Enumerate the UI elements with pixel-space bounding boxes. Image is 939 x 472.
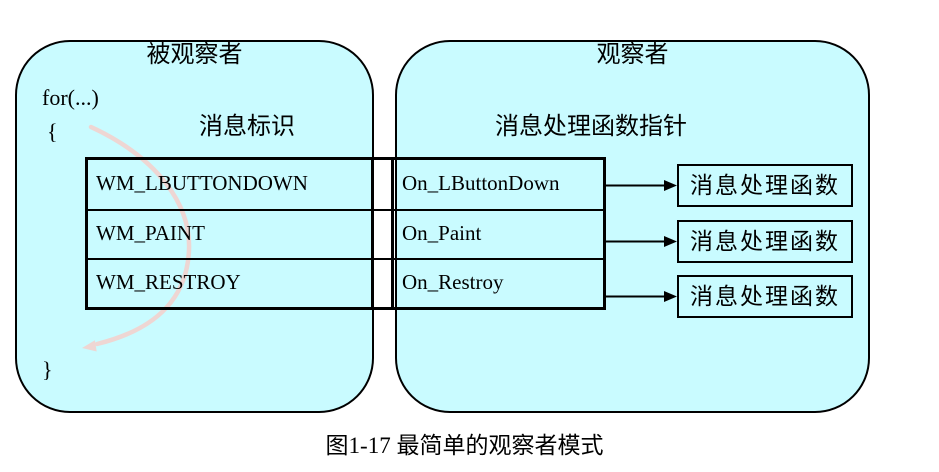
message-id-header: 消息标识 bbox=[199, 114, 295, 140]
for-loop-code: for(...) bbox=[42, 85, 99, 110]
table-gap-line bbox=[372, 157, 395, 160]
handler-table: On_LButtonDown On_Paint On_Restroy bbox=[391, 157, 606, 310]
message-row: WM_RESTROY bbox=[88, 258, 371, 307]
subject-title: 被观察者 bbox=[146, 42, 243, 68]
handler-function-box: 消息处理函数 bbox=[677, 220, 853, 263]
table-gap-line bbox=[372, 307, 395, 310]
subject-panel bbox=[15, 40, 374, 413]
close-brace: } bbox=[42, 357, 53, 382]
table-gap-line bbox=[372, 209, 395, 211]
figure-caption: 图1-17 最简单的观察者模式 bbox=[325, 433, 604, 458]
handler-row: On_LButtonDown bbox=[402, 171, 560, 195]
handler-pointer-header: 消息处理函数指针 bbox=[495, 114, 687, 140]
handler-row: On_Restroy bbox=[394, 258, 603, 307]
table-gap-line bbox=[372, 258, 395, 260]
handler-function-box: 消息处理函数 bbox=[677, 164, 853, 207]
message-table: WM_LBUTTONDOWN WM_PAINT WM_RESTROY bbox=[85, 157, 374, 310]
handler-row: On_Paint bbox=[394, 209, 603, 258]
open-brace: { bbox=[47, 119, 58, 144]
message-row: WM_PAINT bbox=[88, 209, 371, 258]
message-row: WM_LBUTTONDOWN bbox=[96, 171, 308, 195]
handler-function-box: 消息处理函数 bbox=[677, 275, 853, 318]
observer-title: 观察者 bbox=[596, 42, 669, 68]
